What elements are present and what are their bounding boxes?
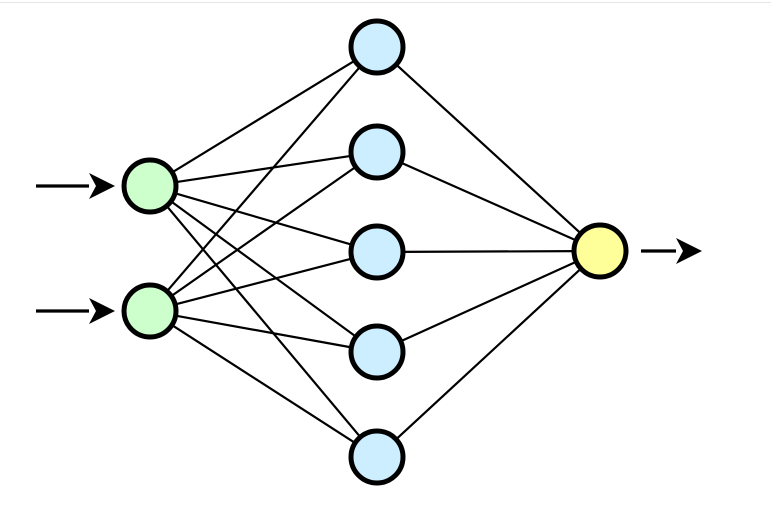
connection-edge — [168, 199, 359, 339]
connection-edge — [172, 256, 355, 307]
connection-edge — [393, 266, 584, 442]
node-hid-1[interactable] — [348, 18, 406, 76]
node-hid-3[interactable] — [348, 223, 406, 281]
connection-edge — [172, 314, 355, 349]
connection-edge — [399, 250, 578, 253]
connection-edge — [169, 58, 358, 175]
connection-edge — [393, 62, 584, 236]
connection-edge — [164, 203, 363, 440]
node-in-2[interactable] — [121, 282, 179, 340]
connection-edge — [171, 191, 356, 247]
top-divider-rule — [0, 2, 771, 3]
node-hid-5[interactable] — [348, 428, 406, 486]
node-hid-4[interactable] — [348, 323, 406, 381]
node-group — [121, 18, 629, 486]
node-out-1[interactable] — [571, 222, 629, 280]
connection-edge — [168, 164, 359, 299]
edge-group — [164, 58, 584, 446]
connection-edge — [397, 259, 580, 344]
output-arrow-head — [676, 238, 702, 264]
connection-edge — [397, 160, 580, 243]
input-arrow-bottom-head — [89, 298, 115, 324]
input-arrow-top-head — [89, 173, 115, 199]
node-hid-2[interactable] — [348, 123, 406, 181]
connection-edge — [169, 322, 358, 446]
connection-edge — [172, 154, 355, 184]
node-in-1[interactable] — [121, 157, 179, 215]
io-arrow-group — [36, 173, 702, 324]
connection-edge — [164, 64, 363, 294]
